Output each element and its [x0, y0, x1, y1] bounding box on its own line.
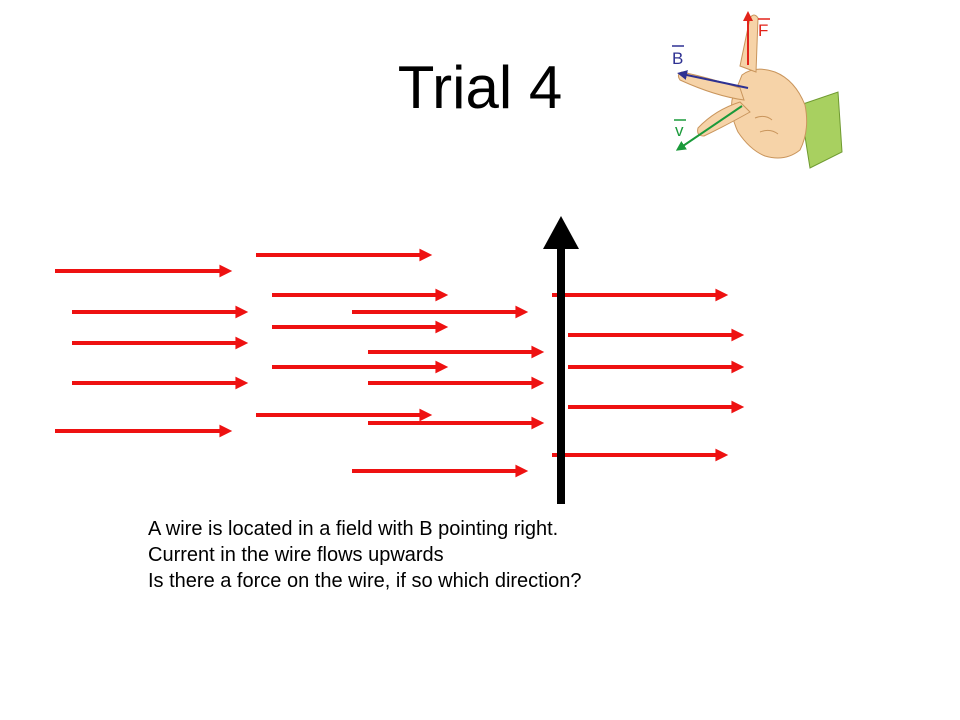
sleeve-cuff — [799, 91, 843, 169]
svg-text:B: B — [672, 49, 683, 68]
field-label: B — [672, 45, 684, 68]
velocity-vector-arrow — [675, 105, 743, 151]
question-line-3: Is there a force on the wire, if so whic… — [148, 570, 582, 592]
field-vector-arrow — [677, 70, 749, 89]
wire-arrowhead — [543, 216, 579, 249]
svg-text:v: v — [675, 121, 684, 140]
question-line-1: A wire is located in a field with B poin… — [148, 518, 559, 540]
current-wire-arrow — [543, 216, 579, 504]
magnetic-field-diagram — [55, 216, 745, 504]
right-hand-rule-diagram: F B v — [672, 11, 843, 169]
question-line-2: Current in the wire flows upwards — [148, 544, 444, 566]
velocity-label: v — [674, 119, 686, 140]
slide-title: Trial 4 — [397, 54, 563, 121]
wire-body — [557, 249, 565, 504]
question-text: A wire is located in a field with B poin… — [148, 516, 582, 594]
force-label: F — [758, 18, 770, 40]
svg-text:F: F — [758, 21, 768, 40]
